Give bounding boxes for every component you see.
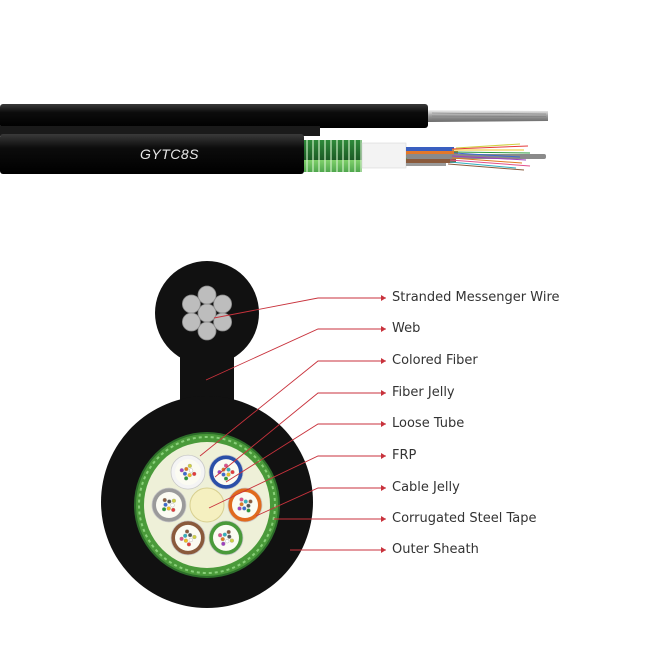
colored-fibers-side [447, 143, 531, 171]
leader-line-3 [214, 392, 386, 478]
colored-fiber [230, 470, 235, 475]
label-outer-sheath: Outer Sheath [392, 542, 479, 557]
colored-fiber [184, 476, 189, 481]
leader-line-5 [208, 455, 386, 509]
leader-line-6 [255, 487, 386, 517]
messenger-sheath [0, 104, 428, 128]
leader-arrow-8 [381, 547, 386, 553]
colored-fiber [187, 463, 192, 468]
inner-wrap-side [361, 142, 407, 169]
label-colored-fiber: Colored Fiber [392, 353, 478, 368]
frp-center [189, 487, 225, 523]
colored-fiber [220, 537, 225, 542]
label-cable-jelly: Cable Jelly [392, 480, 460, 495]
frp-rod-side [406, 154, 546, 159]
colored-fiber [171, 498, 176, 503]
leader-arrow-2 [381, 358, 386, 364]
colored-fiber [223, 476, 229, 481]
label-fiber-jelly: Fiber Jelly [392, 385, 455, 400]
colored-fiber [192, 534, 197, 540]
colored-fiber [226, 529, 231, 535]
colored-fiber [184, 466, 189, 472]
colored-fiber [186, 542, 191, 547]
leader-line-1 [205, 328, 386, 381]
colored-fiber [227, 534, 232, 539]
colored-fiber [187, 473, 192, 478]
colored-fiber [239, 502, 244, 507]
cable-cross-section [101, 261, 386, 608]
messenger-wire-strands [431, 112, 547, 120]
colored-fiber [166, 506, 171, 511]
loose-tube-green [208, 520, 244, 556]
colored-fiber [246, 508, 251, 513]
colored-fiber [170, 503, 175, 508]
leader-line-4 [225, 423, 386, 483]
outer-sheath-side [0, 134, 304, 174]
label-corrugated-steel-tape: Corrugated Steel Tape [392, 511, 537, 526]
colored-fiber [237, 506, 242, 511]
colored-fiber [229, 538, 234, 543]
cable-side-view: GYTC8S [0, 104, 548, 174]
colored-fiber [221, 541, 226, 546]
loose-tube-blue [208, 454, 244, 490]
colored-fiber [225, 539, 230, 544]
colored-fiber [179, 468, 184, 473]
web-strip [0, 126, 320, 136]
colored-fiber [226, 472, 231, 477]
leader-arrow-3 [381, 390, 386, 396]
leader-arrow-7 [381, 516, 386, 522]
leader-arrow-1 [381, 326, 386, 332]
cable-model-label: GYTC8S [140, 146, 199, 162]
colored-fiber [222, 532, 227, 537]
leader-arrow-4 [381, 421, 386, 427]
colored-fiber [182, 471, 187, 476]
colored-fiber [221, 472, 226, 477]
colored-fiber [179, 536, 184, 541]
corrugated-steel-tape-ridges [138, 436, 276, 574]
leader-arrow-0 [381, 295, 386, 301]
leader-lines [199, 295, 386, 553]
leader-line-0 [213, 297, 386, 319]
colored-fiber [183, 533, 188, 538]
colored-fiber [239, 497, 244, 502]
colored-fiber [183, 538, 188, 543]
loose-tube-brown [170, 520, 206, 556]
colored-fiber [243, 499, 248, 504]
colored-fiber [163, 502, 168, 507]
colored-fiber [171, 507, 176, 512]
colored-fiber [189, 468, 194, 473]
colored-fiber [226, 467, 231, 472]
label-stranded-messenger-wire: Stranded Messenger Wire [392, 290, 560, 305]
colored-fiber [218, 533, 223, 538]
loose-tube-gray [151, 487, 187, 523]
label-loose-tube: Loose Tube [392, 416, 465, 431]
loose-tube-white [170, 454, 206, 490]
colored-fiber [188, 533, 193, 538]
label-frp: FRP [392, 448, 417, 463]
colored-fiber [185, 529, 190, 534]
label-web: Web [392, 321, 421, 336]
colored-fiber [162, 498, 167, 503]
loose-tubes [151, 454, 263, 556]
colored-fiber [167, 499, 172, 504]
corrugated-steel-tape-side [304, 140, 362, 172]
leader-line-2 [199, 360, 386, 457]
colored-fiber [162, 507, 167, 512]
colored-fiber [242, 506, 247, 511]
colored-fiber [246, 503, 251, 508]
colored-fiber [248, 499, 253, 504]
loose-tube-orange [227, 487, 263, 523]
colored-fiber [192, 471, 197, 476]
leader-arrow-5 [381, 453, 386, 459]
colored-fiber [188, 537, 193, 543]
leader-arrow-6 [381, 485, 386, 491]
